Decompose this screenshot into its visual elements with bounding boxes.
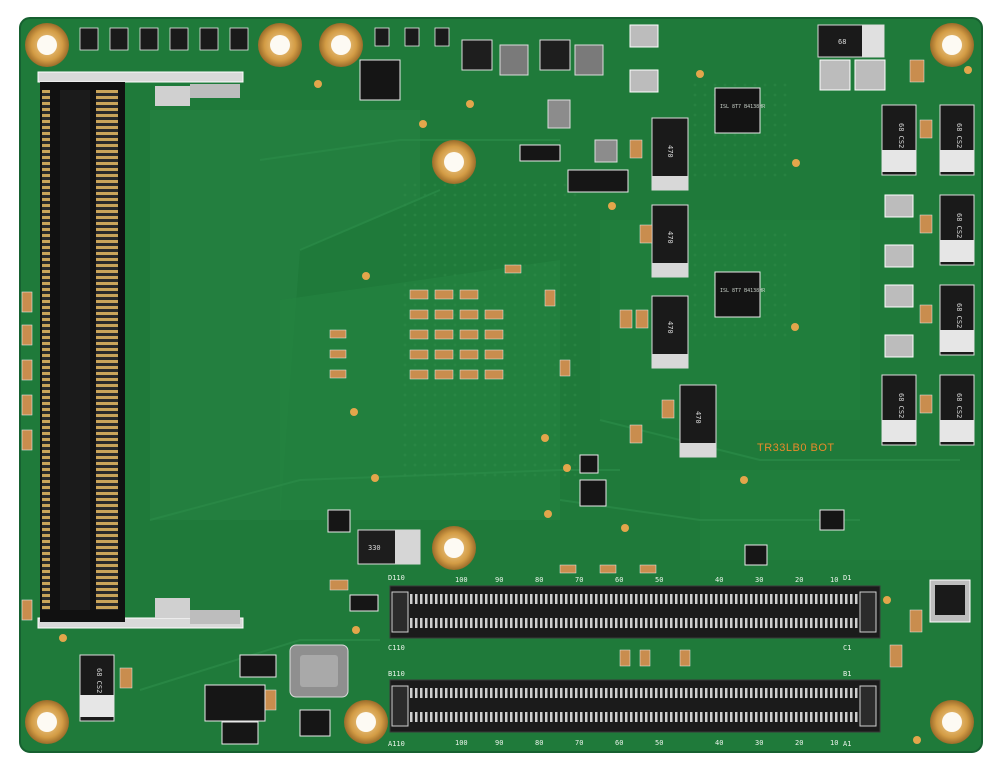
svg-text:80: 80 — [535, 739, 543, 747]
svg-text:68 CS2: 68 CS2 — [955, 303, 963, 328]
mounting-hole-icon — [432, 140, 476, 184]
empty-footprints — [884, 194, 914, 358]
svg-text:D110: D110 — [388, 574, 405, 582]
mounting-hole-icon — [25, 700, 69, 744]
svg-text:90: 90 — [495, 576, 503, 584]
svg-text:60: 60 — [615, 576, 623, 584]
small-ics — [204, 144, 845, 745]
mounting-hole-icon — [344, 700, 388, 744]
svg-text:B110: B110 — [388, 670, 405, 678]
svg-text:90: 90 — [495, 739, 503, 747]
svg-text:20: 20 — [795, 739, 803, 747]
passive-components — [119, 59, 933, 711]
svg-text:C1: C1 — [843, 644, 851, 652]
svg-text:68 CS2: 68 CS2 — [955, 213, 963, 238]
svg-text:470: 470 — [666, 321, 674, 334]
svg-text:470: 470 — [666, 231, 674, 244]
sodimm-socket — [37, 71, 244, 629]
svg-text:40: 40 — [715, 739, 723, 747]
mounting-holes — [25, 23, 974, 744]
mounting-hole-icon — [930, 700, 974, 744]
svg-text:100: 100 — [455, 576, 468, 584]
svg-text:ISL 8T7 B4138HR: ISL 8T7 B4138HR — [720, 104, 766, 110]
svg-text:B1: B1 — [843, 670, 851, 678]
mounting-hole-icon — [25, 23, 69, 67]
connector-upper: D110 D1 C110 C1 100 90 80 70 60 50 40 30… — [388, 574, 881, 652]
tantalum-cap-top: 68 — [817, 24, 885, 58]
svg-text:30: 30 — [755, 739, 763, 747]
svg-text:D1: D1 — [843, 574, 851, 582]
svg-text:50: 50 — [655, 739, 663, 747]
svg-text:68 CS2: 68 CS2 — [897, 393, 905, 418]
svg-text:C110: C110 — [388, 644, 405, 652]
svg-text:68 CS2: 68 CS2 — [95, 668, 103, 693]
svg-text:330: 330 — [368, 544, 381, 552]
connector-lower: B110 B1 A110 A1 100 90 80 70 60 50 40 30… — [388, 670, 881, 748]
svg-text:40: 40 — [715, 576, 723, 584]
svg-text:68 CS2: 68 CS2 — [897, 123, 905, 148]
board-label: TR33LB0 BOT — [757, 442, 835, 454]
bulk-capacitors-470: 470 470 470 470 — [651, 117, 717, 458]
mounting-hole-icon — [432, 526, 476, 570]
svg-text:30: 30 — [755, 576, 763, 584]
svg-text:ISL 8T7 B4138HR: ISL 8T7 B4138HR — [720, 288, 766, 294]
svg-text:10: 10 — [830, 739, 838, 747]
top-passives — [79, 27, 450, 51]
svg-text:470: 470 — [694, 411, 702, 424]
svg-text:60: 60 — [615, 739, 623, 747]
svg-text:68 CS2: 68 CS2 — [955, 393, 963, 418]
pwm-controller-chip: ISL 8T7 B4138HR — [714, 87, 766, 134]
svg-text:20: 20 — [795, 576, 803, 584]
mounting-hole-icon — [319, 23, 363, 67]
svg-text:50: 50 — [655, 576, 663, 584]
pwm-controller-chip: ISL 8T7 B4138HR — [714, 271, 766, 318]
qfn-chip — [359, 59, 401, 101]
mounting-hole-icon — [258, 23, 302, 67]
svg-text:70: 70 — [575, 739, 583, 747]
tantalum-caps-68: 68 CS2 68 CS2 68 CS2 68 CS2 68 CS2 68 CS… — [79, 104, 975, 722]
gold-vias — [59, 66, 972, 744]
svg-text:70: 70 — [575, 576, 583, 584]
power-inductor: 330 — [357, 529, 421, 565]
svg-text:68 CS2: 68 CS2 — [955, 123, 963, 148]
svg-text:10: 10 — [830, 576, 838, 584]
top-inductors — [461, 39, 618, 163]
svg-text:68: 68 — [838, 38, 846, 46]
svg-text:470: 470 — [666, 145, 674, 158]
svg-text:A110: A110 — [388, 740, 405, 748]
svg-text:A1: A1 — [843, 740, 851, 748]
svg-text:100: 100 — [455, 739, 468, 747]
mounting-hole-icon — [930, 23, 974, 67]
svg-text:80: 80 — [535, 576, 543, 584]
